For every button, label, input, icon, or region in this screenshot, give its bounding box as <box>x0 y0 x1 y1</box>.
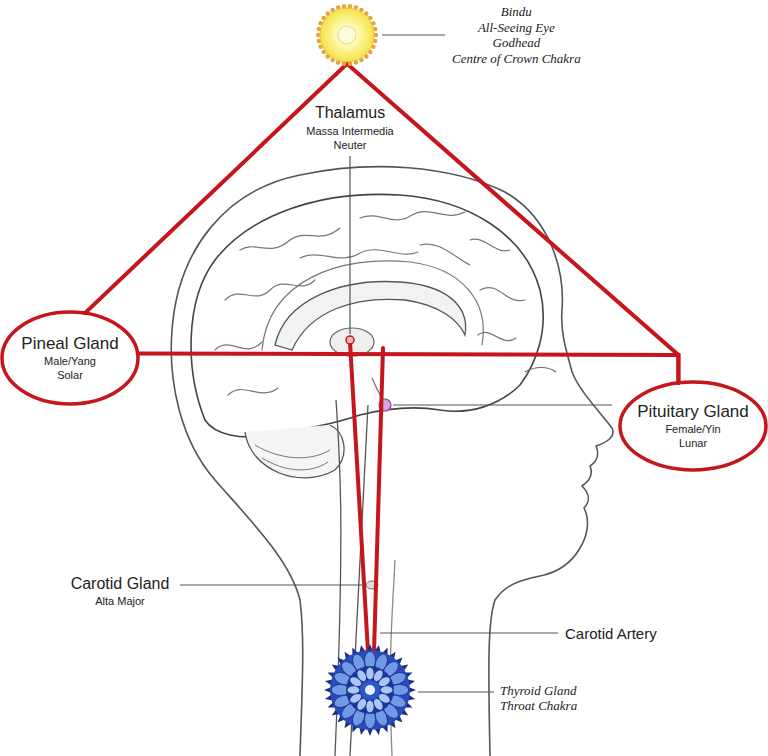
text-block: BinduAll-Seeing EyeGodheadCentre of Crow… <box>452 4 581 66</box>
sun-outline <box>315 3 379 67</box>
brain-fold <box>470 239 510 251</box>
energy-line <box>138 353 679 382</box>
thyroid-ray <box>350 342 368 652</box>
gland-ellipse <box>2 312 138 404</box>
mandala-core <box>360 680 380 700</box>
mandala-node: Thyroid GlandThroat Chakra <box>324 644 416 736</box>
gland-quality: Lunar <box>637 436 749 450</box>
brain-fold <box>215 342 262 350</box>
text-block: Pineal GlandMale/YangSolar <box>21 334 118 382</box>
brain-outline <box>191 194 543 437</box>
brain-fold <box>228 388 278 395</box>
brain-fold <box>240 228 340 250</box>
sun-node: BinduAll-Seeing EyeGodheadCentre of Crow… <box>315 3 379 67</box>
sun-core <box>338 26 356 44</box>
cerebellum-fold <box>255 445 330 458</box>
mandala-petal <box>366 667 373 679</box>
structure-note: Massa Intermedia <box>240 125 460 138</box>
gland-quality: Female/Yin <box>637 422 749 436</box>
leader-line <box>180 584 364 585</box>
mandala-petal <box>356 669 368 683</box>
gland-quality: Solar <box>21 368 118 382</box>
mandala-petal <box>381 686 393 693</box>
leader-line <box>382 34 445 35</box>
brain-fold <box>300 250 418 258</box>
gland-name: Pineal Gland <box>21 334 118 354</box>
energy-line <box>85 64 347 313</box>
gland-quality: Male/Yang <box>21 354 118 368</box>
mandala-outline <box>324 644 416 736</box>
mandala-petal <box>349 692 363 704</box>
ellipse-node: Pineal GlandMale/YangSolar <box>0 310 140 406</box>
leader-line <box>393 404 612 405</box>
eye <box>525 368 556 373</box>
mandala-petal <box>366 701 373 713</box>
structure-note: Neuter <box>240 139 460 152</box>
gland-ellipse <box>620 382 766 470</box>
brain-fold <box>360 212 465 220</box>
ellipse-node: Pituitary GlandFemale/YinLunar <box>618 380 768 472</box>
cerebellum <box>245 425 344 478</box>
mandala-petal <box>372 697 384 711</box>
mandala-eye <box>365 685 375 695</box>
chakra-name: All-Seeing Eye <box>452 20 581 36</box>
gland-name: Pituitary Gland <box>637 402 749 422</box>
head-outline <box>171 167 613 756</box>
gland-caption: Throat Chakra <box>500 698 577 713</box>
leader-line <box>349 156 350 334</box>
leader-line <box>380 632 558 633</box>
mandala-petal <box>377 676 391 688</box>
brain-fold <box>420 244 470 265</box>
thyroid-ray <box>374 348 383 652</box>
structure-name: Thalamus <box>240 104 460 122</box>
structure-name: Carotid Artery <box>565 625 657 642</box>
chakra-name: Bindu <box>452 4 581 20</box>
text-block: Thyroid GlandThroat Chakra <box>500 683 577 713</box>
sun-disc <box>320 8 374 62</box>
cerebellum-fold <box>262 458 328 470</box>
mandala-ring <box>346 666 394 714</box>
brain-fold <box>480 288 525 301</box>
chakra-name: Centre of Crown Chakra <box>452 51 581 67</box>
structure-name: Carotid Gland <box>10 575 230 593</box>
mandala-ring <box>330 650 410 730</box>
structure-note: Alta Major <box>10 595 230 608</box>
text-block: Pituitary GlandFemale/YinLunar <box>637 402 749 450</box>
gland-caption: Thyroid Gland <box>500 683 577 698</box>
energy-line <box>347 64 678 383</box>
thalamus-dot <box>346 336 354 344</box>
chakra-name: Godhead <box>452 35 581 51</box>
leader-line <box>418 691 494 692</box>
mandala-petal <box>347 686 359 693</box>
